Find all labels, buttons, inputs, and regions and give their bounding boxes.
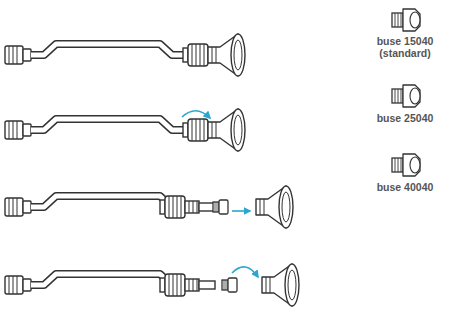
nozzle-icon <box>392 9 420 31</box>
nozzle-label: buse 40040 <box>355 181 455 193</box>
lance-unscrew <box>5 109 245 151</box>
nozzle-icon <box>392 154 420 176</box>
pull-arrow <box>232 210 250 212</box>
lance-nozzle-change <box>5 264 299 306</box>
lance-assembled <box>5 34 245 76</box>
nozzle-icon <box>392 85 420 107</box>
nozzle-label: buse 15040 (standard) <box>365 35 445 59</box>
rotate-arrow <box>182 111 210 118</box>
lance-cap-removed <box>5 186 293 228</box>
nozzle-label: buse 25040 <box>355 112 455 124</box>
rotate-arrow <box>232 267 258 277</box>
